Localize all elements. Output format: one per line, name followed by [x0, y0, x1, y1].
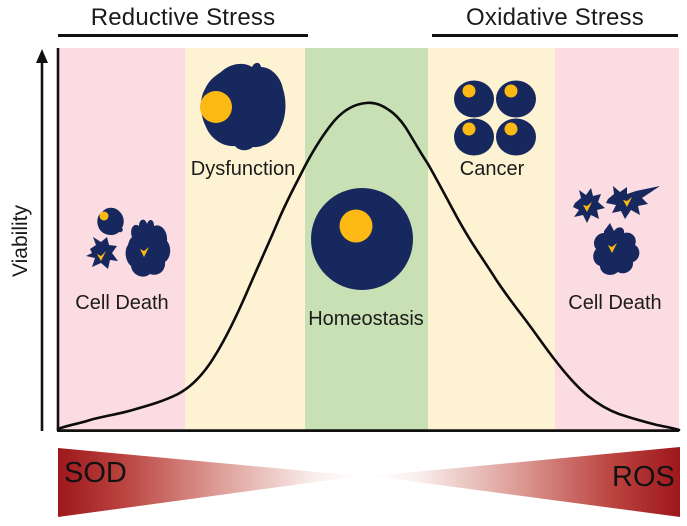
- band-homeostasis: [305, 48, 428, 430]
- zone-label-cancer: Cancer: [459, 158, 525, 180]
- zone-label-cell-death-left: Cell Death: [75, 292, 169, 314]
- y-axis-arrowhead-icon: [36, 49, 48, 63]
- y-axis-label: Viability: [9, 205, 32, 277]
- ros-label: ROS: [612, 461, 675, 493]
- zone-label-cell-death-right: Cell Death: [568, 292, 662, 314]
- band-oxidative-cell-death: [555, 48, 679, 430]
- reductive-stress-title: Reductive Stress: [90, 4, 276, 31]
- plot-area: [59, 48, 679, 430]
- sod-label: SOD: [64, 457, 127, 489]
- reductive-stress-underline: [58, 34, 308, 37]
- oxidative-stress-underline: [432, 34, 678, 37]
- oxidative-stress-title: Oxidative Stress: [466, 4, 644, 31]
- zone-label-homeostasis: Homeostasis: [308, 308, 424, 330]
- band-dysfunction: [185, 48, 305, 430]
- zone-label-dysfunction: Dysfunction: [190, 158, 296, 180]
- band-reductive-cell-death: [59, 48, 185, 430]
- band-cancer: [428, 48, 555, 430]
